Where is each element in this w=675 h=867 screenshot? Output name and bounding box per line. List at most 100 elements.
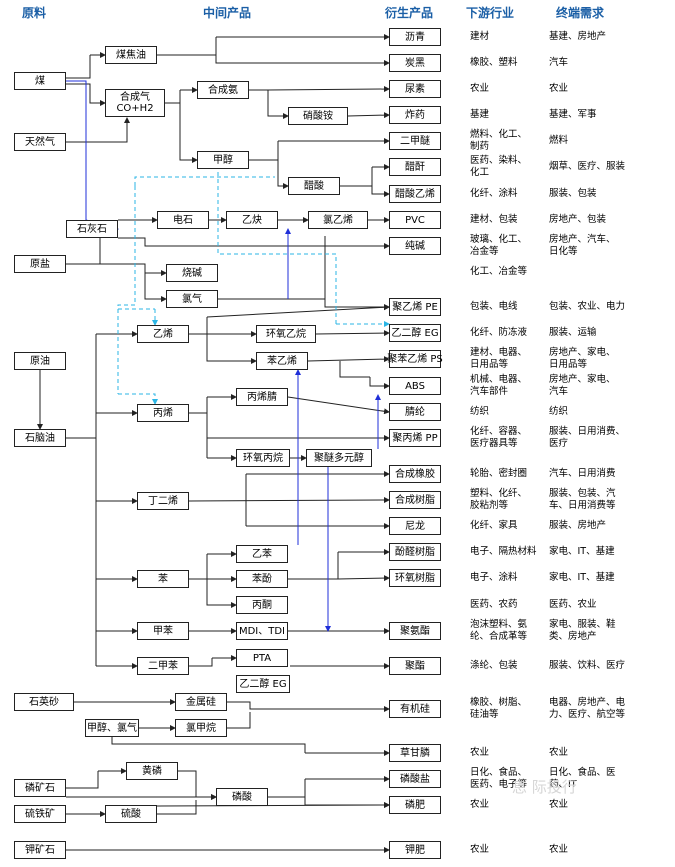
- node-acrylonitrile: 丙烯腈: [236, 388, 288, 406]
- connector: [118, 237, 390, 249]
- node-calcium-carbide: 电石: [157, 211, 209, 229]
- connector-segment: [157, 800, 197, 815]
- terminal-demand: 燃料: [549, 135, 569, 146]
- node-methanol-chlorine: 甲醇、氯气: [85, 719, 139, 737]
- node-vinyl-chloride: 氯乙烯: [308, 211, 368, 229]
- node-meg-intermediate: 乙二醇 EG: [236, 675, 290, 693]
- downstream-industry: 化纤、涂料: [470, 188, 518, 199]
- downstream-industry: 包装、电线: [470, 301, 518, 312]
- node-crude-salt: 原盐: [14, 255, 66, 273]
- downstream-industry: 橡胶、塑料: [470, 57, 518, 68]
- downstream-industry: 橡胶、树脂、 硅油等: [470, 697, 528, 720]
- terminal-demand: 汽车、日用消费: [549, 468, 616, 479]
- node-benzene: 苯: [137, 570, 189, 588]
- downstream-industry: 化纤、容器、 医疗器具等: [470, 426, 528, 449]
- header-raw: 原料: [22, 6, 47, 20]
- header-intermediate: 中间产品: [203, 6, 252, 20]
- node-chloromethane: 氯甲烷: [175, 719, 227, 737]
- node-ethylene: 乙烯: [137, 325, 189, 343]
- connector: [304, 797, 390, 808]
- derivative-product: 酚醛树脂: [389, 543, 441, 561]
- connector: [206, 304, 390, 318]
- node-coal: 煤: [14, 72, 66, 90]
- connector: [337, 575, 390, 582]
- node-natural-gas: 天然气: [14, 133, 66, 151]
- node-mdi-tdi: MDI、TDI: [236, 622, 288, 640]
- derivative-product: 腈纶: [389, 403, 441, 421]
- header-derivative: 衍生产品: [385, 6, 434, 20]
- watermark: 息 际投行: [512, 778, 577, 796]
- node-phenol: 苯酚: [236, 570, 288, 588]
- connector-segment: [340, 167, 373, 187]
- terminal-demand: 服装、房地产: [549, 520, 607, 531]
- derivative-product: 有机硅: [389, 700, 441, 718]
- downstream-industry: 涤纶、包装: [470, 660, 518, 671]
- downstream-industry: 纺织: [470, 406, 490, 417]
- terminal-demand: 纺织: [549, 406, 569, 417]
- downstream-industry: 燃料、化工、 制药: [470, 129, 528, 152]
- connector: [267, 86, 390, 93]
- downstream-industry: 建材、包装: [470, 214, 518, 225]
- connector-segment: [157, 37, 217, 56]
- connector: [178, 770, 217, 800]
- downstream-industry: 轮胎、密封圈: [470, 468, 528, 479]
- derivative-product: 尼龙: [389, 517, 441, 535]
- derivative-product: 醋酸乙烯: [389, 185, 441, 203]
- terminal-demand: 服装、运输: [549, 327, 597, 338]
- downstream-industry: 农业: [470, 747, 490, 758]
- node-acetylene: 乙炔: [226, 211, 278, 229]
- terminal-demand: 农业: [549, 799, 569, 810]
- terminal-demand: 烟草、医疗、服装: [549, 161, 626, 172]
- downstream-industry: 塑料、化纤、 胶粘剂等: [470, 488, 528, 511]
- node-polyether-polyol: 聚醚多元醇: [306, 449, 372, 467]
- connector: [369, 377, 390, 389]
- node-synthetic-ammonia: 合成氨: [197, 81, 249, 99]
- node-ammonium-nitrate: 硝酸铵: [288, 107, 348, 125]
- node-phosphoric-acid: 磷酸: [216, 788, 268, 806]
- connector: [206, 334, 257, 364]
- connector: [66, 117, 130, 143]
- derivative-product: 磷肥: [389, 796, 441, 814]
- node-potash-ore: 钾矿石: [14, 841, 66, 859]
- derivative-product: 草甘膦: [389, 744, 441, 762]
- node-sulfuric-acid: 硫酸: [105, 805, 157, 823]
- connector: [156, 802, 390, 809]
- downstream-industry: 农业: [470, 799, 490, 810]
- terminal-demand: 家电、服装、鞋 类、房地产: [549, 619, 616, 642]
- node-toluene: 甲苯: [137, 622, 189, 640]
- connector: [347, 112, 390, 119]
- connector: [215, 55, 390, 66]
- connector: [307, 356, 390, 363]
- connector: [179, 103, 198, 163]
- node-chlorine: 氯气: [166, 290, 218, 308]
- derivative-product: 合成树脂: [389, 491, 441, 509]
- downstream-industry: 化纤、家具: [470, 520, 518, 531]
- derivative-product: 二甲醚: [389, 132, 441, 150]
- downstream-industry: 农业: [470, 83, 490, 94]
- node-limestone: 石灰石: [66, 220, 118, 238]
- connector: [188, 497, 390, 504]
- downstream-industry: 电子、涂料: [470, 572, 518, 583]
- node-ethylbenzene: 乙苯: [236, 545, 288, 563]
- terminal-demand: 家电、IT、基建: [549, 572, 615, 583]
- terminal-demand: 房地产、家电、 日用品等: [549, 347, 616, 370]
- terminal-demand: 服装、包装、汽 车、日用消费等: [549, 488, 616, 511]
- connector-segment: [66, 771, 99, 789]
- terminal-demand: 包装、农业、电力: [549, 301, 626, 312]
- downstream-industry: 日化、食品、 医药、电子等: [470, 767, 528, 790]
- terminal-demand: 基建、房地产: [549, 31, 607, 42]
- terminal-demand: 基建、军事: [549, 109, 597, 120]
- connector-segment: [217, 165, 337, 324]
- connector-segment: [189, 658, 213, 667]
- node-yellow-phosphorus: 黄磷: [126, 762, 178, 780]
- derivative-product: 聚乙烯 PE: [389, 298, 441, 316]
- node-acetic-acid: 醋酸: [288, 177, 340, 195]
- connector-segment: [165, 90, 181, 104]
- derivative-product: 聚酯: [389, 657, 441, 675]
- connector-segment: [288, 552, 339, 580]
- connector-segment: [339, 361, 370, 378]
- derivative-product: 醋酐: [389, 158, 441, 176]
- node-phosphate-rock: 磷矿石: [14, 779, 66, 797]
- terminal-demand: 房地产、家电、 汽车: [549, 374, 616, 397]
- terminal-demand: 服装、包装: [549, 188, 597, 199]
